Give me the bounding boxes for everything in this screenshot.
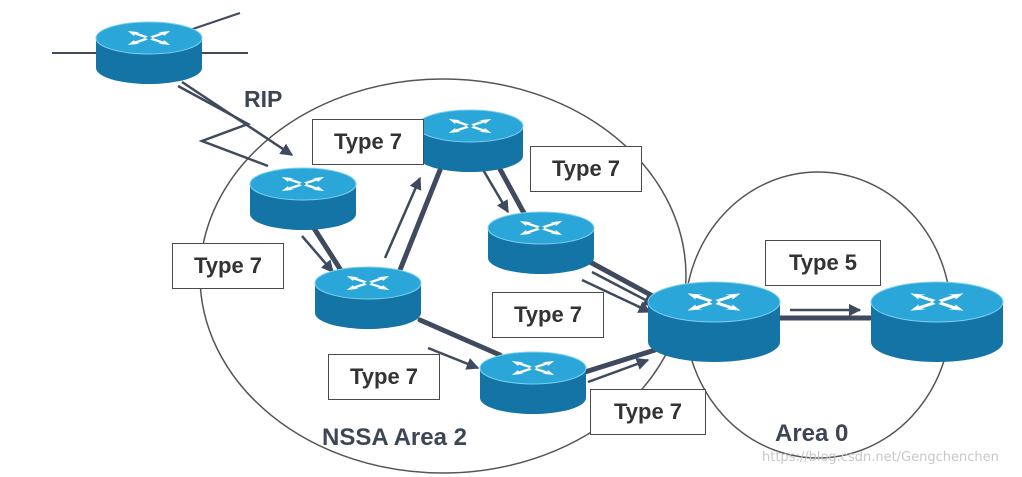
serial-link [177, 84, 269, 168]
type7-label-bottom-left: Type 7 [328, 354, 440, 400]
type7-label-bottom-right: Type 7 [590, 389, 706, 435]
router-mid [314, 266, 422, 329]
router-rip [95, 21, 203, 84]
router-area0 [870, 281, 1004, 362]
type7-label-mid: Type 7 [492, 292, 604, 338]
routers [95, 21, 1004, 414]
type7-label-upper-right: Type 7 [530, 146, 642, 192]
router-asbr [249, 167, 357, 230]
type7-label-top: Type 7 [312, 119, 424, 165]
rip-label: RIP [244, 86, 283, 112]
router-right [487, 211, 595, 274]
type5-label: Type 5 [765, 240, 881, 286]
router-abr [647, 281, 781, 362]
area0-label: Area 0 [775, 420, 849, 447]
router-top [416, 109, 524, 172]
nssa-area-label: NSSA Area 2 [322, 424, 467, 451]
lsa-arrows [181, 80, 862, 384]
router-bottom [479, 351, 587, 414]
watermark: https://blog.csdn.net/Gengchenchen [762, 450, 999, 465]
type7-label-left: Type 7 [172, 243, 284, 289]
